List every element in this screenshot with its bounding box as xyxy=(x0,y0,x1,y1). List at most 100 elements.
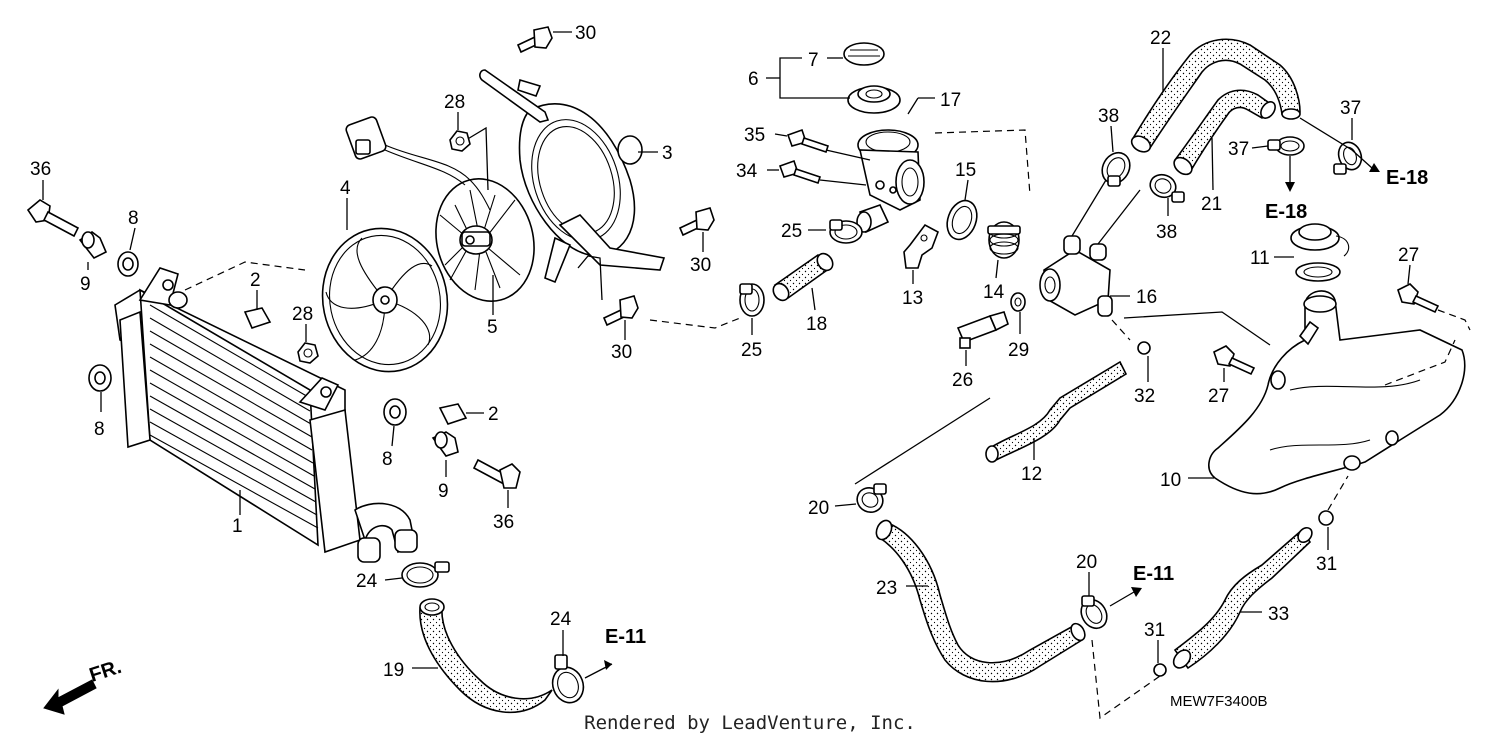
callout-27-lower[interactable]: 27 xyxy=(1208,386,1229,407)
callout-26[interactable]: 26 xyxy=(952,370,973,391)
bolt-30-mid[interactable] xyxy=(678,207,715,237)
bolt-36-left[interactable] xyxy=(26,199,80,238)
clip-31-lower[interactable] xyxy=(1153,663,1167,677)
grommet-8-lower-right[interactable] xyxy=(383,398,407,426)
callout-31-upper[interactable]: 31 xyxy=(1316,554,1337,575)
callout-20-upper[interactable]: 20 xyxy=(808,498,829,519)
thermostat-housing[interactable] xyxy=(856,129,925,234)
callout-24-upper[interactable]: 24 xyxy=(356,571,378,592)
ref-e11-bottom[interactable]: E-11 xyxy=(605,626,646,648)
bolt-36-right[interactable] xyxy=(472,458,521,489)
callout-21[interactable]: 21 xyxy=(1201,194,1222,215)
bolt-27-lower[interactable] xyxy=(1213,345,1256,376)
radiator-part[interactable] xyxy=(114,267,418,563)
clamp-37-right[interactable] xyxy=(1333,139,1365,175)
grommet-8-upper[interactable] xyxy=(117,251,139,277)
callout-12[interactable]: 12 xyxy=(1021,464,1042,485)
callout-25-upper[interactable]: 25 xyxy=(781,221,802,242)
clamp-24-upper[interactable] xyxy=(401,561,450,588)
callout-11[interactable]: 11 xyxy=(1250,248,1270,269)
callout-38-left[interactable]: 38 xyxy=(1098,106,1119,127)
clamp-24-lower[interactable] xyxy=(548,654,589,707)
bolt-30-bottom[interactable] xyxy=(602,295,639,327)
clamp-25-lower[interactable] xyxy=(739,283,765,317)
callout-7[interactable]: 7 xyxy=(808,50,819,71)
callout-6[interactable]: 6 xyxy=(748,69,759,90)
clip-31-upper[interactable] xyxy=(1318,510,1334,526)
fan-motor-connector[interactable] xyxy=(345,116,491,211)
callout-25-lower[interactable]: 25 xyxy=(741,340,762,361)
callout-10[interactable]: 10 xyxy=(1160,470,1181,491)
callout-29[interactable]: 29 xyxy=(1008,340,1029,361)
clamp-38-left[interactable] xyxy=(1097,148,1136,189)
callout-36-right[interactable]: 36 xyxy=(493,512,514,533)
callout-15[interactable]: 15 xyxy=(955,160,976,181)
bolt-34[interactable] xyxy=(778,159,822,185)
callout-32[interactable]: 32 xyxy=(1134,386,1155,407)
clamp-20-upper[interactable] xyxy=(853,483,887,517)
callout-35[interactable]: 35 xyxy=(744,125,765,146)
clamp-20-lower[interactable] xyxy=(1076,595,1112,633)
clip-2-lower[interactable] xyxy=(438,403,468,425)
callout-9-right[interactable]: 9 xyxy=(438,481,449,502)
clamp-25-upper[interactable] xyxy=(829,219,863,244)
callout-24-lower[interactable]: 24 xyxy=(550,609,572,630)
callout-4[interactable]: 4 xyxy=(340,178,351,199)
callout-27-upper[interactable]: 27 xyxy=(1398,245,1419,266)
nut-28-upper[interactable] xyxy=(449,130,471,152)
clamp-37-left[interactable] xyxy=(1267,136,1305,156)
bolt-35[interactable] xyxy=(786,128,830,154)
fan-motor[interactable] xyxy=(423,168,548,313)
callout-30-mid[interactable]: 30 xyxy=(690,255,711,276)
clip-2-upper[interactable] xyxy=(243,307,272,329)
fan-shroud[interactable] xyxy=(479,69,666,284)
callout-9-left[interactable]: 9 xyxy=(80,274,91,295)
callout-18[interactable]: 18 xyxy=(806,314,827,335)
washer-29[interactable] xyxy=(1010,292,1026,312)
o-ring-15[interactable] xyxy=(942,196,982,243)
callout-8-lower-left[interactable]: 8 xyxy=(94,419,105,440)
hose-21[interactable] xyxy=(1171,89,1278,178)
ref-e18-below[interactable]: E-18 xyxy=(1265,201,1307,223)
collar-9-left[interactable] xyxy=(78,231,108,260)
callout-38-right[interactable]: 38 xyxy=(1156,222,1177,243)
nut-28-lower[interactable] xyxy=(297,342,319,364)
callout-1[interactable]: 1 xyxy=(232,516,243,537)
grommet-8-lower-left[interactable] xyxy=(88,364,112,392)
hose-22[interactable] xyxy=(1129,38,1301,155)
callout-13[interactable]: 13 xyxy=(902,288,923,309)
callout-8-upper[interactable]: 8 xyxy=(128,208,139,229)
callout-28-lower[interactable]: 28 xyxy=(292,304,313,325)
clamp-38-right[interactable] xyxy=(1147,171,1185,203)
callout-22[interactable]: 22 xyxy=(1150,28,1171,49)
callout-31-lower[interactable]: 31 xyxy=(1144,620,1165,641)
bolt-27-upper[interactable] xyxy=(1397,283,1440,314)
callout-37-right[interactable]: 37 xyxy=(1340,98,1361,119)
hose-33[interactable] xyxy=(1170,525,1315,671)
ref-e18-right[interactable]: E-18 xyxy=(1386,167,1428,189)
callout-16[interactable]: 16 xyxy=(1136,287,1157,308)
water-joint-16[interactable] xyxy=(1039,235,1113,317)
callout-23[interactable]: 23 xyxy=(876,578,897,599)
clip-32[interactable] xyxy=(1137,341,1151,355)
callout-30-bottom[interactable]: 30 xyxy=(611,342,632,363)
cooling-fan-blade[interactable] xyxy=(309,217,460,384)
thermo-sensor-26[interactable] xyxy=(956,311,1009,349)
callout-28-upper[interactable]: 28 xyxy=(444,92,465,113)
bolt-30-top[interactable] xyxy=(516,26,553,54)
callout-5[interactable]: 5 xyxy=(487,317,498,338)
callout-14[interactable]: 14 xyxy=(983,282,1005,303)
hose-19[interactable] xyxy=(419,598,553,714)
radiator-cap[interactable] xyxy=(847,85,901,114)
callout-3[interactable]: 3 xyxy=(662,143,673,164)
callout-2-lower[interactable]: 2 xyxy=(488,404,499,425)
callout-34[interactable]: 34 xyxy=(736,161,758,182)
callout-8-lower-right[interactable]: 8 xyxy=(382,449,393,470)
filler-cap-seal[interactable] xyxy=(843,42,885,66)
callout-2-upper[interactable]: 2 xyxy=(250,270,261,291)
bracket-13[interactable] xyxy=(903,223,939,269)
callout-30-top[interactable]: 30 xyxy=(575,23,596,44)
hose-12[interactable] xyxy=(985,360,1128,463)
reservoir-cap-11[interactable] xyxy=(1290,223,1350,282)
reserve-tank-10[interactable] xyxy=(1208,290,1466,495)
